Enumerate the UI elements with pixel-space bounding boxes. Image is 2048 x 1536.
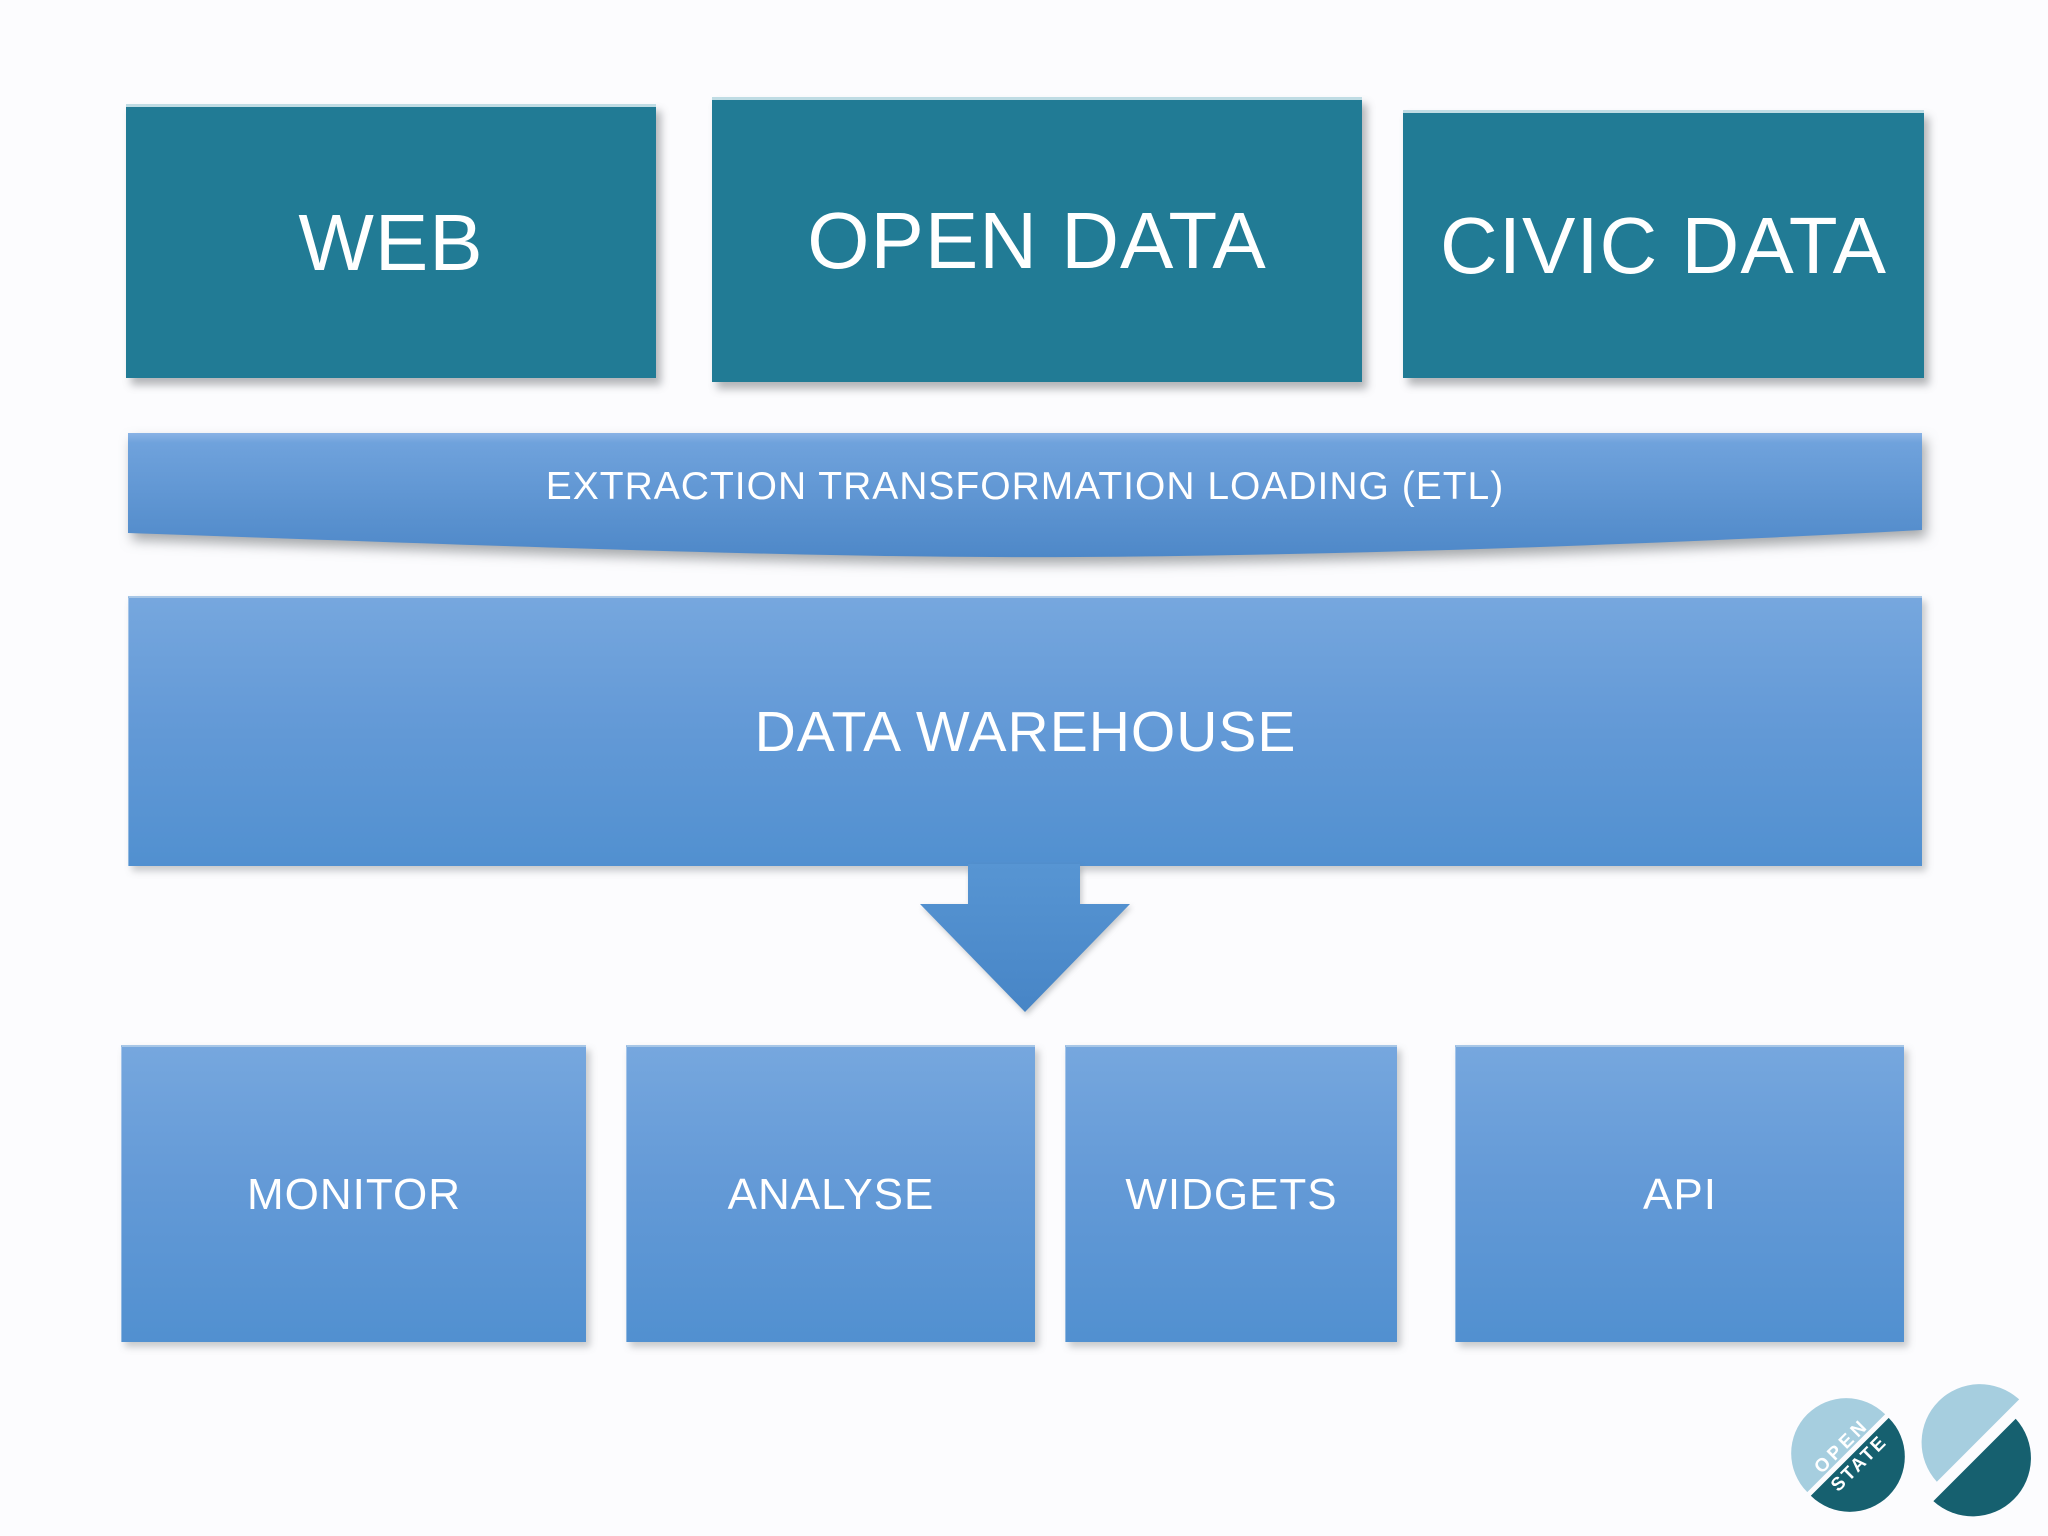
etl-ribbon-shape bbox=[128, 433, 1922, 558]
output-box-analyse-label: ANALYSE bbox=[727, 1169, 935, 1219]
output-box-api: API bbox=[1455, 1045, 1904, 1342]
output-box-api-label: API bbox=[1643, 1169, 1717, 1219]
open-state-logo: OPEN STATE bbox=[1791, 1398, 1905, 1512]
down-arrow bbox=[920, 864, 1130, 1012]
output-box-analyse: ANALYSE bbox=[626, 1045, 1035, 1342]
output-box-monitor: MONITOR bbox=[121, 1045, 586, 1342]
output-box-widgets: WIDGETS bbox=[1065, 1045, 1397, 1342]
etl-ribbon-label: EXTRACTION TRANSFORMATION LOADING (ETL) bbox=[546, 465, 1504, 508]
source-box-civic-data: CIVIC DATA bbox=[1403, 110, 1924, 378]
output-box-widgets-label: WIDGETS bbox=[1125, 1169, 1338, 1219]
open-state-logo-dark-half bbox=[1810, 1417, 1905, 1512]
etl-ribbon: EXTRACTION TRANSFORMATION LOADING (ETL) bbox=[128, 433, 1922, 558]
source-box-civic-data-label: CIVIC DATA bbox=[1439, 200, 1888, 290]
output-box-monitor-label: MONITOR bbox=[247, 1169, 461, 1219]
down-arrow-shape bbox=[920, 864, 1130, 1012]
source-box-open-data: OPEN DATA bbox=[712, 97, 1362, 382]
s-mark-dark-half bbox=[1933, 1418, 2031, 1517]
source-box-open-data-label: OPEN DATA bbox=[807, 196, 1267, 285]
warehouse-label: DATA WAREHOUSE bbox=[754, 700, 1297, 764]
warehouse-box: DATA WAREHOUSE bbox=[128, 596, 1922, 866]
source-box-web-label: WEB bbox=[298, 197, 484, 287]
s-mark-light-half bbox=[1921, 1384, 2020, 1482]
source-box-web: WEB bbox=[126, 104, 656, 378]
open-state-logo-light-half bbox=[1791, 1398, 1886, 1493]
s-mark-logo bbox=[1921, 1384, 2031, 1517]
